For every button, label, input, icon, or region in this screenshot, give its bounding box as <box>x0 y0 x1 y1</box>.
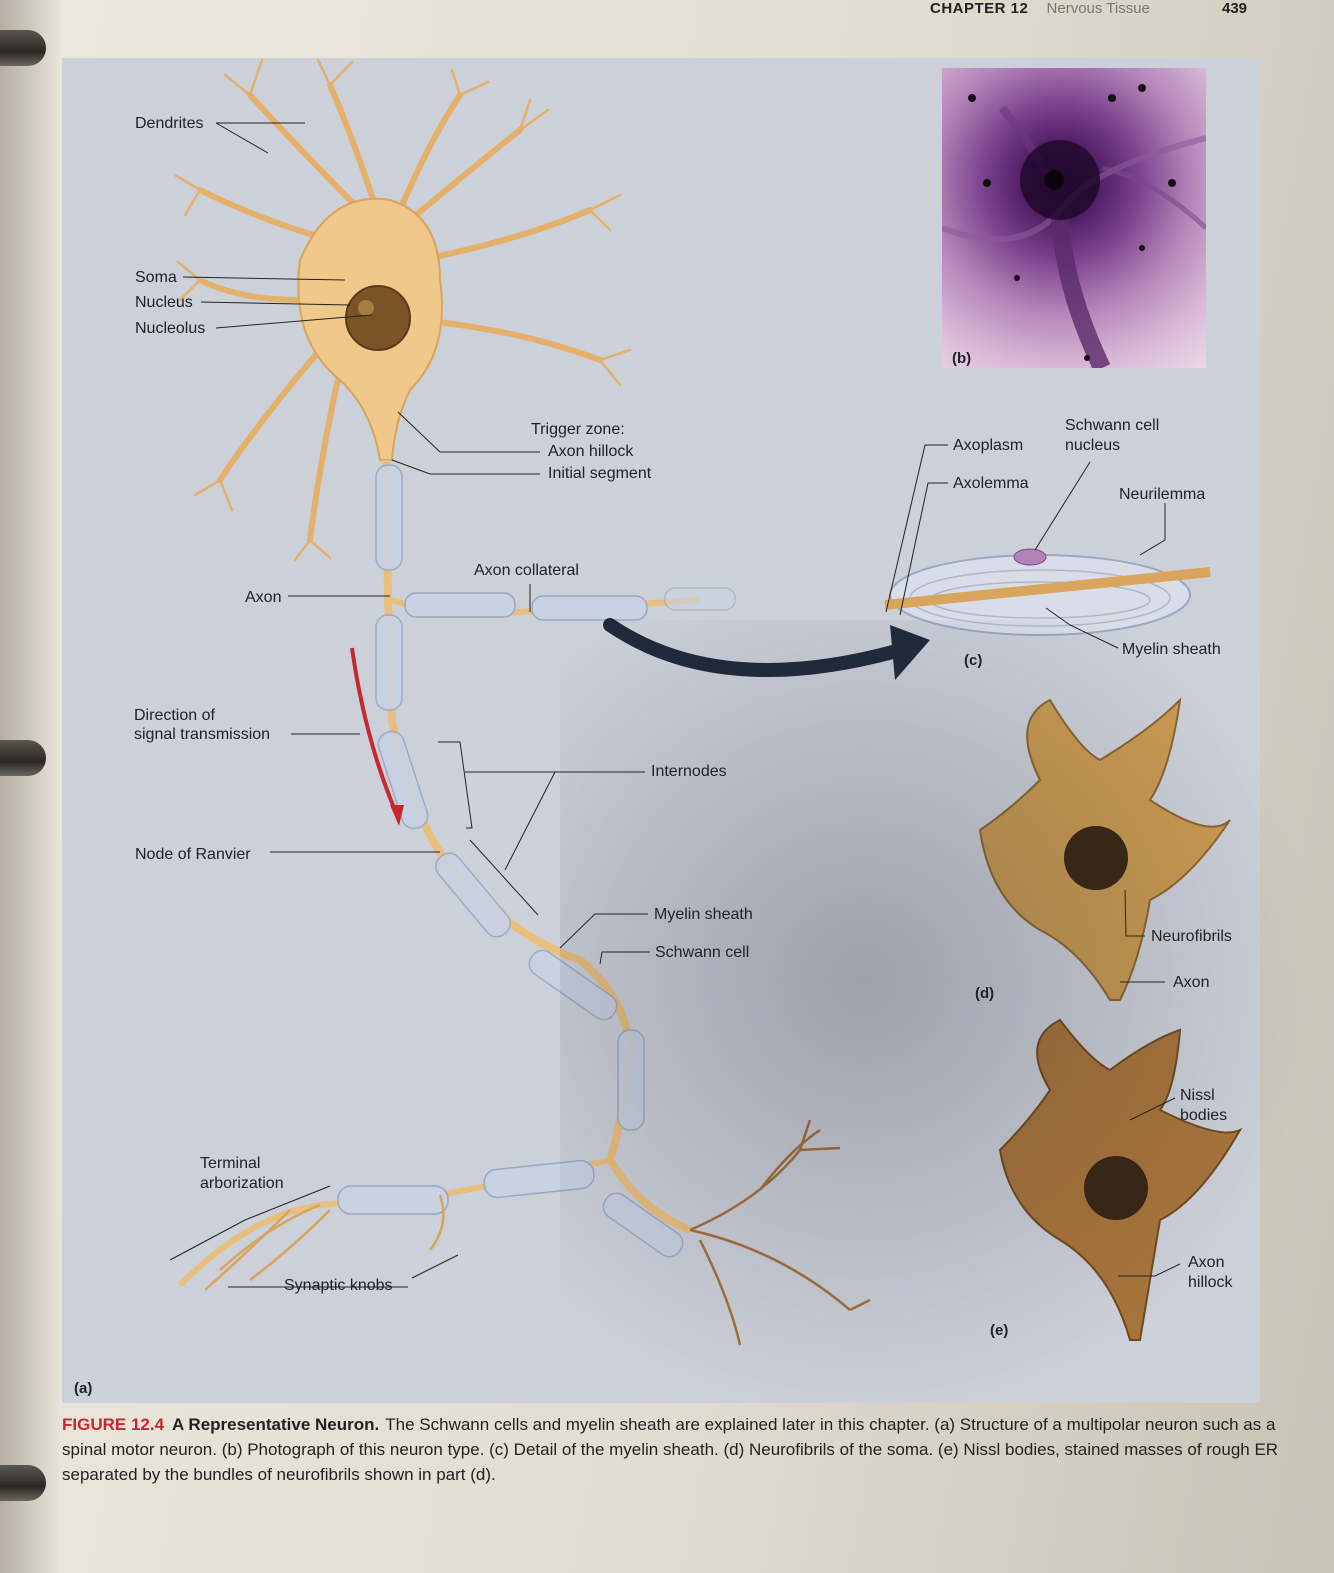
detail-arrowhead <box>890 625 930 680</box>
label-dendrites: Dendrites <box>135 114 203 134</box>
label-myelin-sheath: Myelin sheath <box>654 905 753 925</box>
label-nissl-line1: Nissl <box>1180 1086 1215 1106</box>
detail-arrow <box>610 625 900 670</box>
nucleus <box>346 286 410 350</box>
label-direction-line2: signal transmission <box>134 725 270 745</box>
label-neurilemma: Neurilemma <box>1119 485 1205 505</box>
label-initial-segment: Initial segment <box>548 464 651 484</box>
part-letter-e: (e) <box>990 1322 1008 1339</box>
label-direction-line1: Direction of <box>134 706 215 726</box>
label-internodes: Internodes <box>651 762 727 782</box>
label-schwann-nucleus-line2: nucleus <box>1065 436 1120 456</box>
label-terminal-line2: arborization <box>200 1174 284 1194</box>
label-axon-collateral: Axon collateral <box>474 561 579 581</box>
part-letter-b: (b) <box>952 350 971 367</box>
label-hillock-line2: hillock <box>1188 1273 1232 1293</box>
branch-myelin <box>338 1159 595 1214</box>
collateral-myelin <box>405 588 735 620</box>
part-letter-d: (d) <box>975 985 994 1002</box>
terminal-arborization-right <box>690 1120 870 1345</box>
label-schwann-nucleus-line1: Schwann cell <box>1065 416 1159 436</box>
label-trigger-zone: Trigger zone: <box>531 420 625 440</box>
label-schwann-cell: Schwann cell <box>655 943 749 963</box>
label-nucleus: Nucleus <box>135 293 193 313</box>
part-letter-a: (a) <box>74 1380 92 1397</box>
label-synaptic-knobs: Synaptic knobs <box>284 1276 393 1296</box>
label-axon-hillock: Axon hillock <box>548 442 633 462</box>
neurofibril-cell <box>980 700 1230 1000</box>
label-myelin-sheath-detail: Myelin sheath <box>1122 640 1221 660</box>
label-axoplasm: Axoplasm <box>953 436 1023 456</box>
label-axolemma: Axolemma <box>953 474 1029 494</box>
label-nucleolus: Nucleolus <box>135 319 205 339</box>
label-neurofibrils: Neurofibrils <box>1151 927 1232 947</box>
label-axon-d: Axon <box>1173 973 1209 993</box>
label-soma: Soma <box>135 268 177 288</box>
figure-title: A Representative Neuron. <box>172 1415 379 1434</box>
label-nissl-line2: bodies <box>1180 1106 1227 1126</box>
label-terminal-line1: Terminal <box>200 1154 260 1174</box>
label-hillock-line1: Axon <box>1188 1253 1224 1273</box>
myelin-detail <box>885 549 1210 635</box>
part-letter-c: (c) <box>964 652 982 669</box>
label-axon: Axon <box>245 588 281 608</box>
nucleolus <box>358 300 374 316</box>
figure-number: FIGURE 12.4 <box>62 1415 164 1434</box>
myelin-segments <box>375 465 687 1261</box>
label-node-of-ranvier: Node of Ranvier <box>135 845 251 865</box>
